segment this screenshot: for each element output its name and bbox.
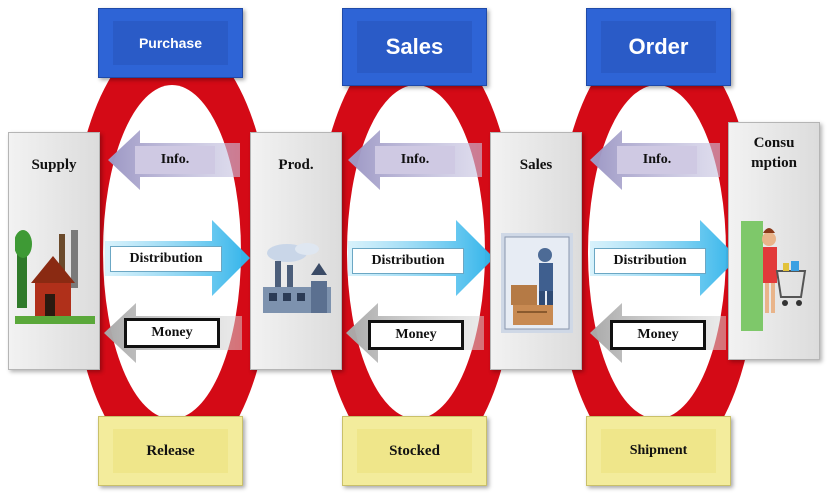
distribution-label-1: Distribution bbox=[110, 246, 222, 272]
order-label: Order bbox=[601, 21, 716, 73]
sales-box: Sales bbox=[342, 8, 487, 86]
distribution-label-3: Distribution bbox=[594, 248, 706, 274]
node-sales: Sales bbox=[490, 132, 582, 370]
distribution-label-2: Distribution bbox=[352, 248, 464, 274]
purchase-box: Purchase bbox=[98, 8, 243, 78]
order-box: Order bbox=[586, 8, 731, 86]
money-label-1: Money bbox=[124, 318, 220, 348]
node-production-label: Prod. bbox=[278, 157, 314, 173]
node-supply-label: Supply bbox=[31, 157, 77, 173]
sales-flow-label: Sales bbox=[357, 21, 472, 73]
node-consumption: Consu mption bbox=[728, 122, 820, 360]
node-production: Prod. bbox=[250, 132, 342, 370]
shipment-box: Shipment bbox=[586, 416, 731, 486]
farm-icon bbox=[15, 230, 95, 324]
node-sales-label: Sales bbox=[519, 157, 553, 173]
purchase-label: Purchase bbox=[113, 21, 228, 65]
money-label-2: Money bbox=[368, 320, 464, 350]
factory-icon bbox=[263, 243, 331, 313]
node-supply: Supply bbox=[8, 132, 100, 370]
shopper-icon bbox=[741, 221, 807, 331]
release-label: Release bbox=[113, 429, 228, 473]
stocked-label: Stocked bbox=[357, 429, 472, 473]
info-label-2: Info. bbox=[375, 146, 455, 174]
node-consumption-label: Consu mption bbox=[751, 135, 797, 171]
info-label-1: Info. bbox=[135, 146, 215, 174]
release-box: Release bbox=[98, 416, 243, 486]
money-label-3: Money bbox=[610, 320, 706, 350]
stocked-box: Stocked bbox=[342, 416, 487, 486]
info-label-3: Info. bbox=[617, 146, 697, 174]
warehouse-worker-icon bbox=[501, 233, 573, 333]
shipment-label: Shipment bbox=[601, 429, 716, 473]
